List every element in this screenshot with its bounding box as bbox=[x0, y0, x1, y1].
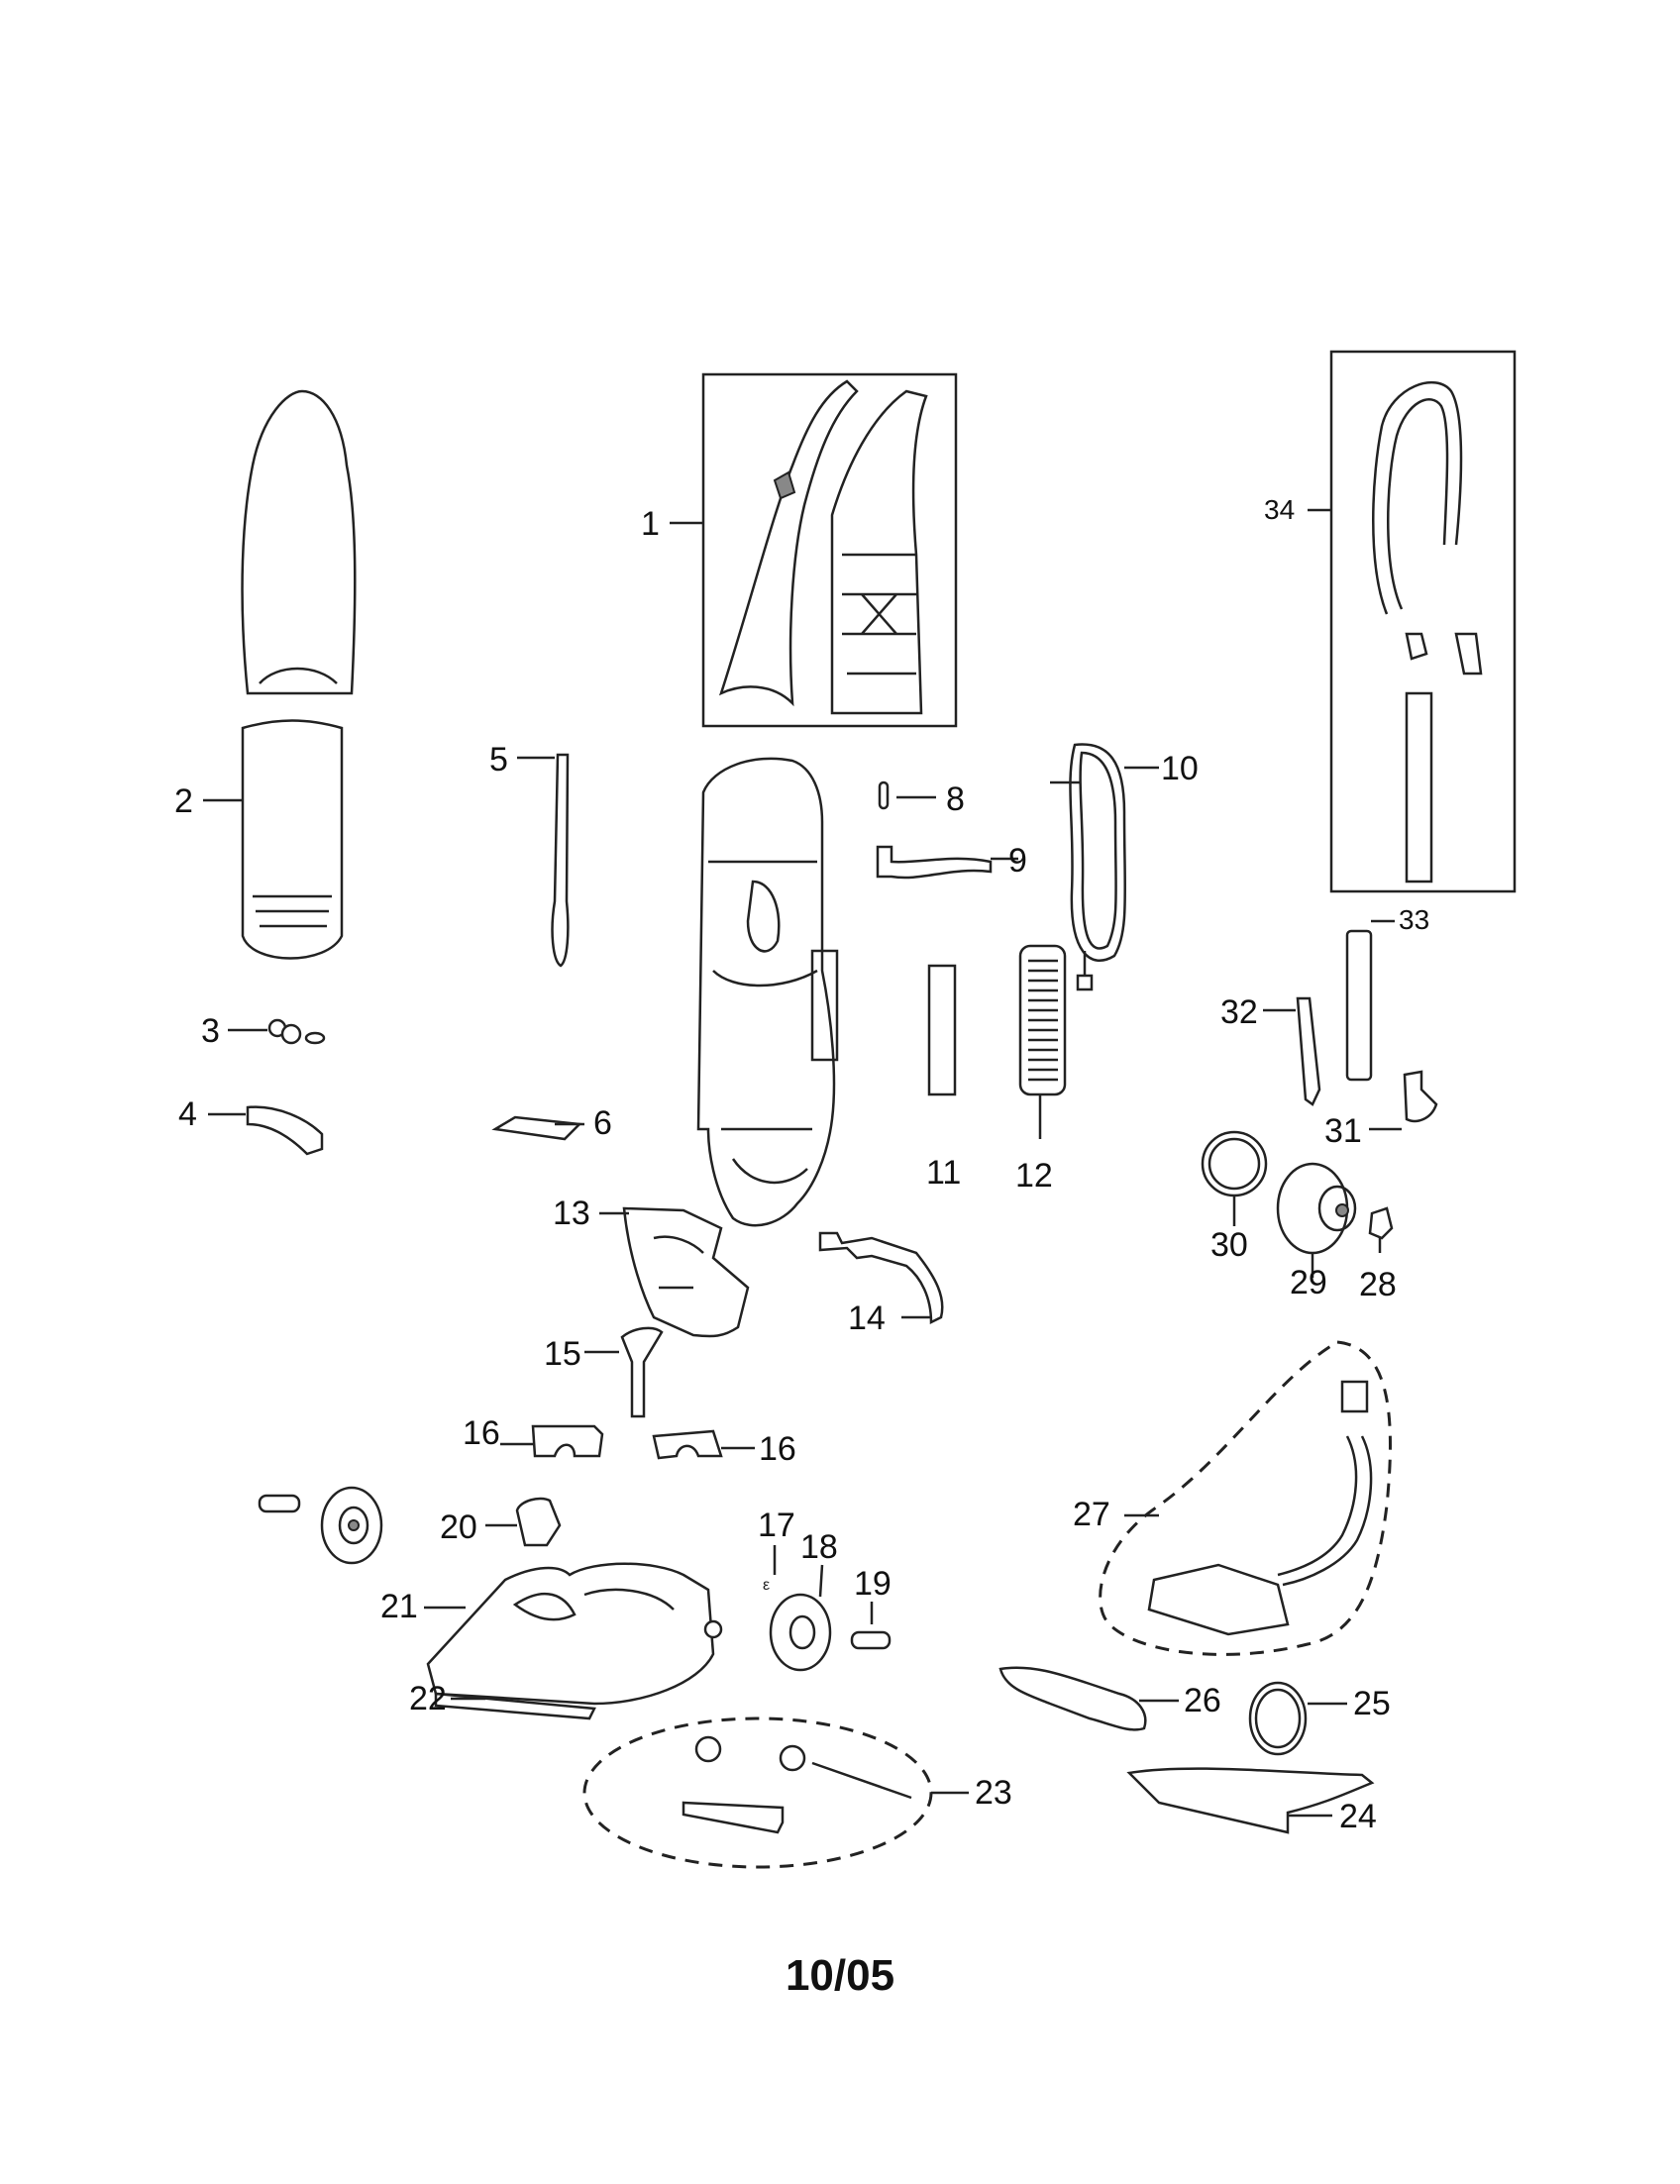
callout-23: 23 bbox=[975, 1774, 1012, 1812]
revision-date: 10/05 bbox=[785, 1951, 895, 2000]
part-18-wheel bbox=[769, 1593, 832, 1672]
part-17-clip: ε bbox=[763, 1577, 770, 1594]
callout-16-left: 16 bbox=[463, 1414, 500, 1452]
callout-15: 15 bbox=[544, 1335, 581, 1373]
part-34-hose-kit bbox=[1329, 350, 1517, 893]
part-20-swivel bbox=[515, 1497, 562, 1547]
callout-3: 3 bbox=[201, 1012, 220, 1050]
part-10-cord bbox=[1050, 743, 1127, 991]
callout-17: 17 bbox=[758, 1507, 795, 1544]
callout-20: 20 bbox=[440, 1508, 477, 1546]
callout-33: 33 bbox=[1399, 904, 1430, 935]
part-2-dirt-cup bbox=[241, 389, 357, 960]
part-4-latch bbox=[246, 1105, 324, 1156]
callout-4: 4 bbox=[178, 1095, 197, 1133]
part-8-pin bbox=[878, 780, 890, 810]
part-29-motor bbox=[1276, 1162, 1357, 1255]
callout-28: 28 bbox=[1359, 1266, 1397, 1303]
callout-18: 18 bbox=[800, 1528, 838, 1566]
part-31-elbow bbox=[1403, 1070, 1438, 1123]
part-1-handle-halves bbox=[701, 372, 958, 728]
part-30-gasket bbox=[1201, 1130, 1268, 1197]
part-16-cover-right bbox=[652, 1429, 723, 1460]
part-14-bracket bbox=[818, 1231, 944, 1325]
callout-10: 10 bbox=[1161, 750, 1199, 787]
part-25-belt bbox=[1248, 1681, 1308, 1756]
rear-wheel-left bbox=[258, 1486, 383, 1565]
callout-19: 19 bbox=[854, 1565, 892, 1603]
part-13-housing bbox=[622, 1206, 750, 1338]
callout-24: 24 bbox=[1339, 1798, 1377, 1835]
part-15-lever bbox=[620, 1326, 664, 1418]
part-11-filter bbox=[927, 964, 957, 1096]
callout-32: 32 bbox=[1220, 993, 1258, 1031]
callout-14: 14 bbox=[848, 1300, 886, 1337]
part-12-grille bbox=[1018, 944, 1067, 1096]
callout-30: 30 bbox=[1210, 1226, 1248, 1264]
callout-1: 1 bbox=[641, 505, 660, 543]
part-3-small-parts bbox=[267, 1018, 326, 1045]
callout-21: 21 bbox=[380, 1588, 418, 1625]
callout-25: 25 bbox=[1353, 1685, 1391, 1722]
part-9-hose-link bbox=[876, 845, 993, 880]
callout-11: 11 bbox=[926, 1154, 962, 1192]
callout-13: 13 bbox=[553, 1195, 590, 1232]
callout-16-right: 16 bbox=[759, 1430, 796, 1468]
callout-6: 6 bbox=[593, 1104, 612, 1142]
callout-8: 8 bbox=[946, 780, 965, 818]
callout-26: 26 bbox=[1184, 1682, 1221, 1719]
callout-2: 2 bbox=[174, 782, 193, 820]
callout-22: 22 bbox=[409, 1680, 447, 1717]
part-27-hose-tool-assembly bbox=[1099, 1340, 1392, 1656]
part-19-axle bbox=[850, 1630, 892, 1650]
callout-29: 29 bbox=[1290, 1264, 1327, 1301]
callout-27: 27 bbox=[1073, 1496, 1110, 1533]
part-33-extension-wand bbox=[1345, 929, 1373, 1082]
part-26-brushroll bbox=[998, 1666, 1147, 1731]
callout-9: 9 bbox=[1008, 842, 1027, 880]
part-23-brush-assembly bbox=[582, 1716, 933, 1869]
part-28-cap bbox=[1368, 1206, 1394, 1240]
callout-12: 12 bbox=[1015, 1157, 1053, 1195]
part-5-rod bbox=[551, 753, 570, 968]
part-16-cover-left bbox=[531, 1424, 604, 1458]
part-32-crevice-tool bbox=[1296, 996, 1321, 1106]
part-24-bottom-plate bbox=[1126, 1767, 1375, 1834]
callout-5: 5 bbox=[489, 741, 508, 779]
callout-34: 34 bbox=[1264, 494, 1296, 525]
callout-31: 31 bbox=[1324, 1112, 1362, 1150]
part-21-nozzle-base bbox=[426, 1562, 723, 1720]
part-6-pad bbox=[491, 1115, 582, 1141]
vacuum-main-body bbox=[696, 757, 839, 1227]
